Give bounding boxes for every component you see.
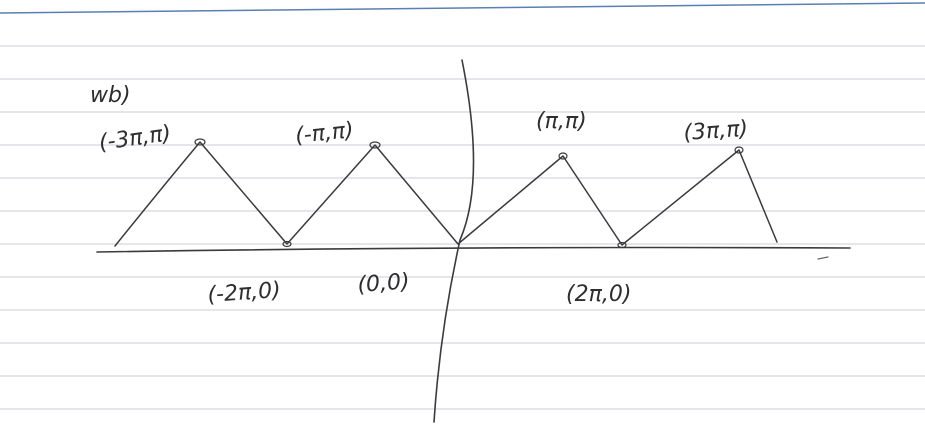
- ruled-lines: [0, 45, 925, 410]
- peak-label-3pi: (3π,π): [683, 117, 749, 146]
- vertex-markers: [194, 138, 744, 249]
- x-axis-tail-mark: [817, 256, 829, 260]
- x-axis: [96, 246, 851, 253]
- peak-marker: [194, 138, 206, 146]
- peak-marker: [369, 141, 381, 149]
- zero-label-neg-2pi: (-2π,0): [207, 278, 282, 308]
- zero-label-origin: (0,0): [357, 269, 411, 298]
- zero-marker: [617, 241, 627, 249]
- page-top-border: [0, 2, 925, 14]
- peak-label-neg-3pi: (-3π,π): [97, 121, 172, 156]
- zero-label-2pi: (2π,0): [566, 282, 631, 307]
- zero-marker: [282, 240, 292, 248]
- peak-label-pi: (π,π): [536, 109, 587, 134]
- y-axis: [433, 59, 475, 423]
- part-label: wb): [90, 83, 131, 108]
- peak-marker: [558, 152, 568, 160]
- peak-label-neg-pi: (-π,π): [294, 118, 355, 149]
- peak-marker: [734, 146, 744, 154]
- triangle-wave: [114, 141, 778, 247]
